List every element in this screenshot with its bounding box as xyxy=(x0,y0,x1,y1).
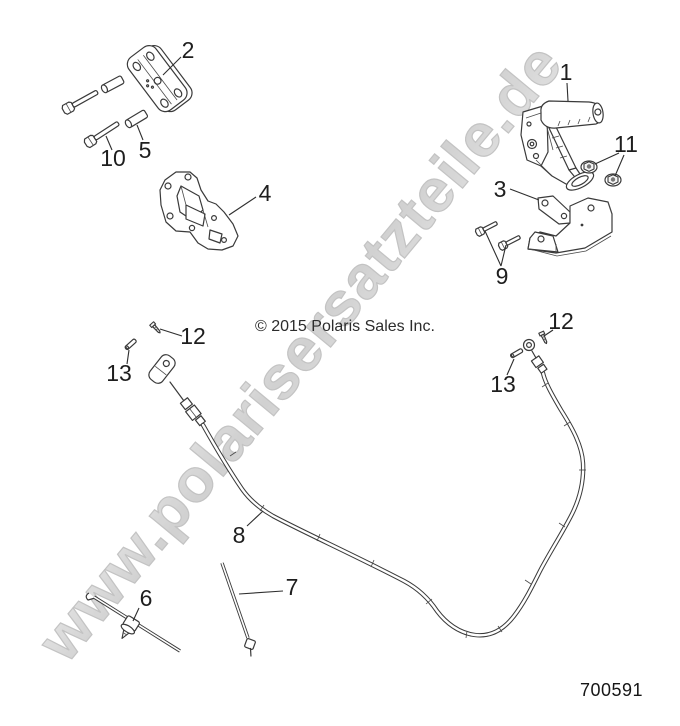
callout-8: 8 xyxy=(233,522,246,548)
part-10-bolts xyxy=(61,89,120,149)
part-5-spacers xyxy=(100,75,149,129)
part-number-text: 700591 xyxy=(580,680,643,700)
part-9-bolts xyxy=(474,221,521,251)
part-11-nuts xyxy=(580,160,622,187)
part-8-brake-cable xyxy=(148,338,586,639)
callout-5: 5 xyxy=(139,137,152,163)
callout-4: 4 xyxy=(259,180,272,206)
callout-7: 7 xyxy=(286,574,299,600)
callout-2: 2 xyxy=(182,37,195,63)
callout-labels: 1 2 3 4 5 6 7 8 9 10 11 12 13 12 13 xyxy=(100,37,638,622)
callout-11: 11 xyxy=(614,131,638,157)
callout-9: 9 xyxy=(496,263,509,289)
callout-12-right: 12 xyxy=(548,308,574,334)
callout-6: 6 xyxy=(140,585,153,611)
part-2-backing-plate xyxy=(126,45,193,113)
part-12-screws xyxy=(149,321,548,345)
callout-13-right: 13 xyxy=(490,371,516,397)
part-13-pins xyxy=(124,338,524,359)
callout-10: 10 xyxy=(100,145,126,171)
callout-12-left: 12 xyxy=(180,323,206,349)
part-6-cable-tie-mount xyxy=(85,592,181,653)
copyright-text: © 2015 Polaris Sales Inc. xyxy=(255,318,435,335)
callout-3: 3 xyxy=(494,176,507,202)
watermark-text: www.polarisersatzteile.de xyxy=(24,31,574,675)
part-3-lever-bracket xyxy=(527,195,613,257)
callout-13-left: 13 xyxy=(106,360,132,386)
part-7-cable-tie xyxy=(220,562,256,657)
callout-1: 1 xyxy=(560,59,573,85)
part-1-brake-lever xyxy=(520,100,604,191)
part-4-mount-bracket xyxy=(159,171,239,251)
